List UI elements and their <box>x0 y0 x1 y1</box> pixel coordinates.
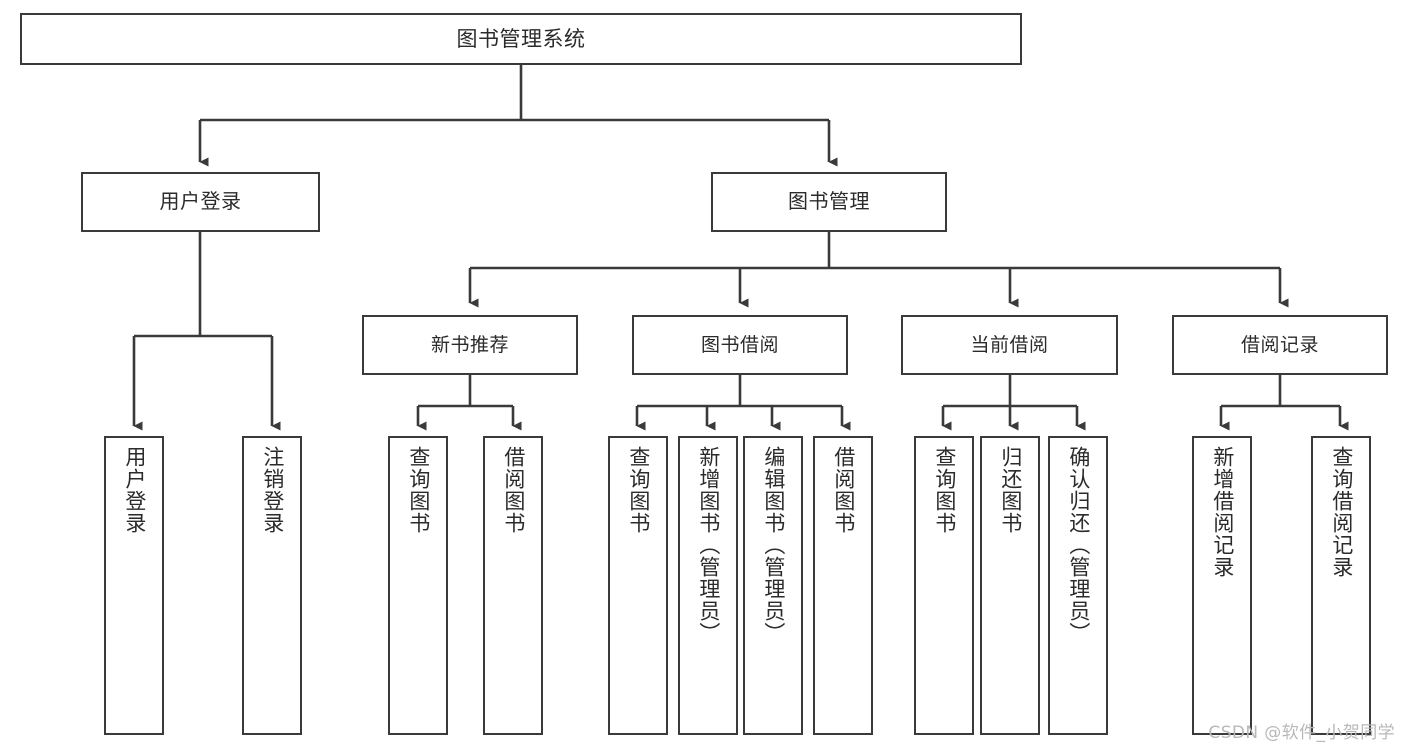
node-book-management[interactable]: 图书管理 <box>711 172 947 232</box>
node-label: 查询图书 <box>626 446 651 534</box>
node-label: 借阅图书 <box>501 446 526 534</box>
node-label: 图书借阅 <box>700 333 779 356</box>
leaf-add-book-admin[interactable]: 新增图书（管理员） <box>678 436 738 735</box>
leaf-confirm-return-admin[interactable]: 确认归还（管理员） <box>1048 436 1108 735</box>
watermark: CSDN @软件_小贺同学 <box>1208 723 1395 743</box>
node-label: 注销登录 <box>260 446 285 534</box>
node-new-book-recommendation[interactable]: 新书推荐 <box>362 315 578 375</box>
node-user-login[interactable]: 用户登录 <box>81 172 320 232</box>
node-book-borrowing[interactable]: 图书借阅 <box>632 315 848 375</box>
leaf-borrow-book-recommend[interactable]: 借阅图书 <box>483 436 543 735</box>
node-label: 图书管理 <box>788 189 870 214</box>
node-label: 查询图书 <box>406 446 431 534</box>
leaf-query-book-borrow[interactable]: 查询图书 <box>608 436 668 735</box>
leaf-add-borrow-record[interactable]: 新增借阅记录 <box>1192 436 1252 735</box>
node-label: 借阅图书 <box>831 446 856 534</box>
leaf-query-book-current[interactable]: 查询图书 <box>914 436 974 735</box>
leaf-return-book[interactable]: 归还图书 <box>980 436 1040 735</box>
node-label: 图书管理系统 <box>456 26 586 51</box>
leaf-edit-book-admin[interactable]: 编辑图书（管理员） <box>743 436 803 735</box>
node-label: 新增借阅记录 <box>1210 446 1235 578</box>
leaf-query-book-recommend[interactable]: 查询图书 <box>388 436 448 735</box>
node-label: 用户登录 <box>159 189 242 214</box>
node-label: 编辑图书（管理员） <box>761 446 786 644</box>
node-label: 当前借阅 <box>970 333 1049 356</box>
node-label: 用户登录 <box>122 446 147 534</box>
leaf-query-borrow-record[interactable]: 查询借阅记录 <box>1311 436 1371 735</box>
leaf-user-login[interactable]: 用户登录 <box>104 436 164 735</box>
node-label: 新书推荐 <box>430 333 509 356</box>
leaf-logout-login[interactable]: 注销登录 <box>242 436 302 735</box>
node-label: 新增图书（管理员） <box>696 446 721 644</box>
node-root-book-management-system[interactable]: 图书管理系统 <box>20 13 1022 65</box>
node-label: 确认归还（管理员） <box>1066 446 1091 644</box>
node-current-borrowing[interactable]: 当前借阅 <box>901 315 1118 375</box>
node-label: 查询图书 <box>932 446 957 534</box>
node-borrowing-record[interactable]: 借阅记录 <box>1172 315 1388 375</box>
leaf-borrow-book[interactable]: 借阅图书 <box>813 436 873 735</box>
node-label: 归还图书 <box>998 446 1023 534</box>
node-label: 查询借阅记录 <box>1329 446 1354 578</box>
node-label: 借阅记录 <box>1240 333 1319 356</box>
